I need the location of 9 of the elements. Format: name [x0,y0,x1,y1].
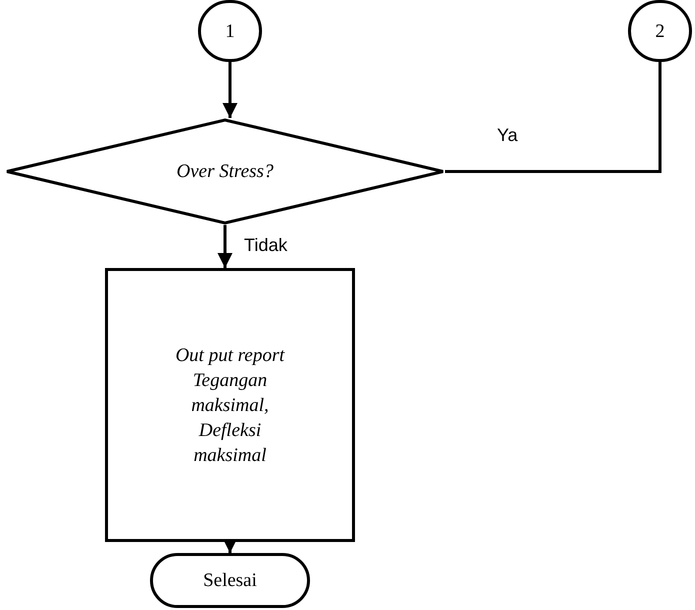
connector-number: 1 [225,20,235,44]
decision-text: Over Stress? [176,160,274,184]
arrow [218,225,232,268]
process-box [105,268,355,542]
node-text: Selesai [203,569,257,593]
connector-line [445,62,662,173]
node-text: Out put report Tegangan maksimal, Defleksi maksimal [174,344,286,468]
connector-number: 2 [655,20,665,44]
arrow [222,62,238,118]
